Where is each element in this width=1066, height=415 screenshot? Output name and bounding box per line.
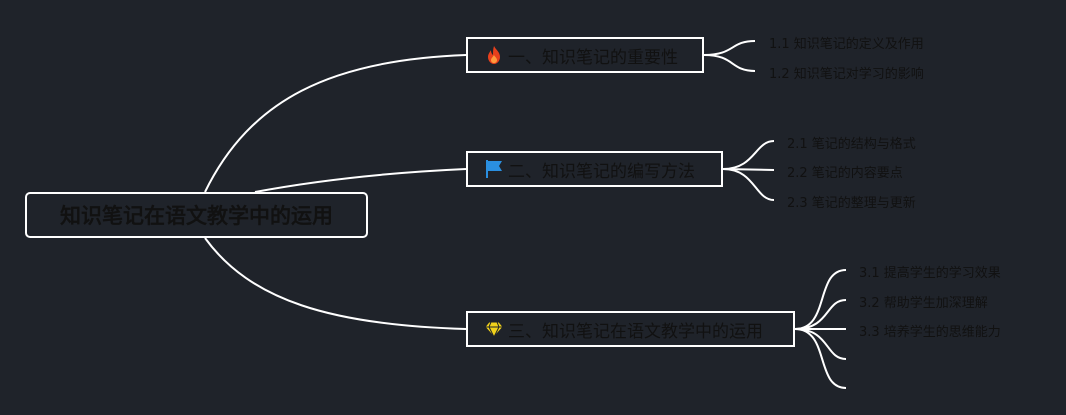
root-topic[interactable]: 知识笔记在语文教学中的运用 [25, 192, 368, 238]
link-b3-leaf-5 [794, 328, 847, 389]
diamond-icon [484, 319, 504, 339]
leaf-topic-3-1[interactable]: 3.1 提高学生的学习效果 [859, 266, 1001, 281]
leaf-topic-3-3[interactable]: 3.3 培养学生的思维能力 [859, 325, 1001, 340]
branch-topic-2-label: 二、知识笔记的编写方法 [508, 161, 695, 182]
blue-flag-icon [484, 159, 504, 179]
branch-topic-3-label: 三、知识笔记在语文教学中的运用 [508, 321, 763, 342]
leaf-topic-2-3[interactable]: 2.3 笔记的整理与更新 [787, 196, 916, 211]
leaf-topic-2-1[interactable]: 2.1 笔记的结构与格式 [787, 137, 916, 152]
link-b2-leaf-1 [722, 140, 775, 170]
link-root-branch-1 [204, 54, 467, 193]
link-b1-leaf-1 [703, 40, 756, 56]
branch-topic-3[interactable]: 三、知识笔记在语文教学中的运用 [466, 311, 795, 347]
link-b1-leaf-2 [703, 54, 756, 72]
link-b2-leaf-3 [722, 168, 775, 201]
branch-topic-1-label: 一、知识笔记的重要性 [508, 47, 678, 68]
branch-topic-2[interactable]: 二、知识笔记的编写方法 [466, 151, 723, 187]
leaf-topic-1-1[interactable]: 1.1 知识笔记的定义及作用 [769, 37, 924, 52]
branch-topic-1[interactable]: 一、知识笔记的重要性 [466, 37, 704, 73]
link-b3-leaf-1 [794, 269, 847, 330]
link-root-branch-2 [254, 168, 467, 193]
fire-icon [484, 45, 504, 65]
leaf-topic-1-2[interactable]: 1.2 知识笔记对学习的影响 [769, 67, 924, 82]
root-topic-label: 知识笔记在语文教学中的运用 [60, 204, 333, 228]
leaf-topic-2-2[interactable]: 2.2 笔记的内容要点 [787, 166, 903, 181]
leaf-topic-3-2[interactable]: 3.2 帮助学生加深理解 [859, 296, 988, 311]
link-root-branch-3 [204, 237, 467, 330]
